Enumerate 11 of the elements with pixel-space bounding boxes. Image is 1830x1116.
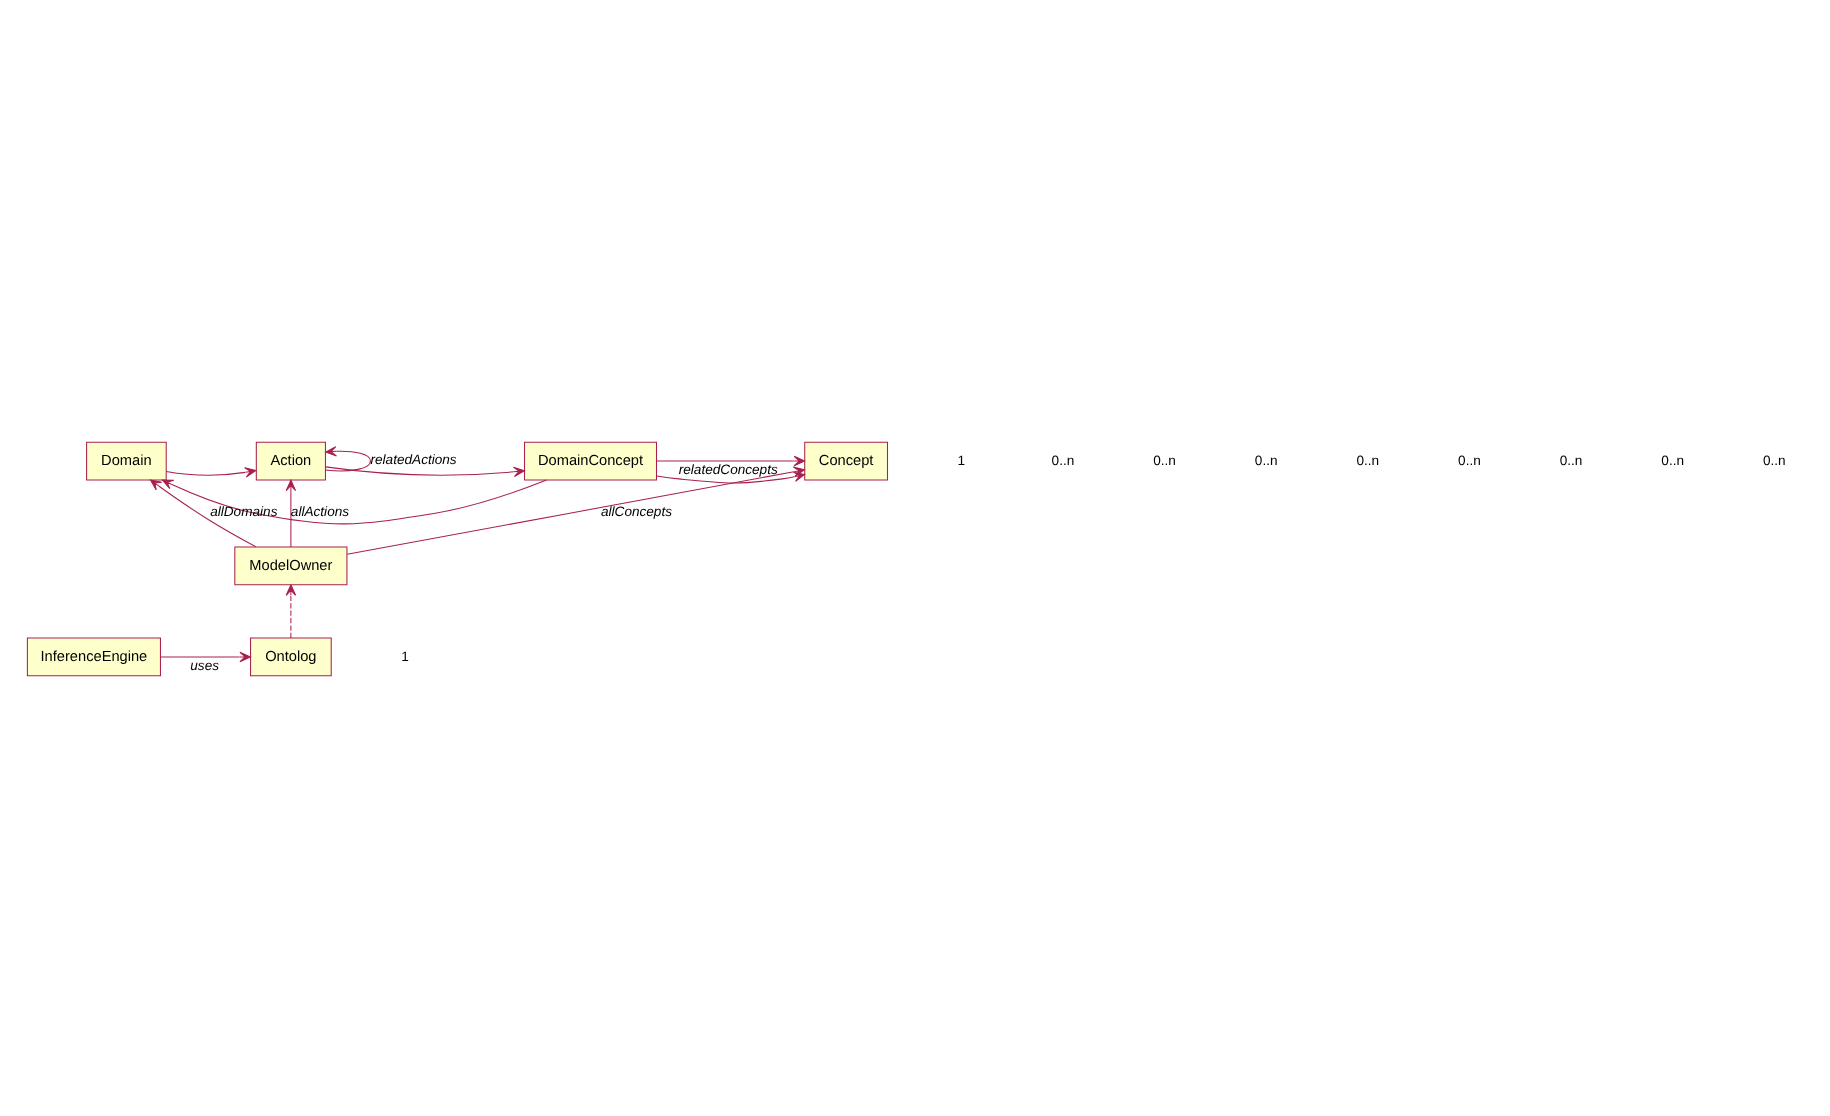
- arrow: [656, 454, 806, 466]
- arrow: [285, 583, 297, 638]
- arrow: [325, 445, 372, 471]
- arrow: [161, 478, 548, 524]
- arrow: [325, 465, 525, 477]
- arrow: [656, 470, 806, 483]
- arrow: [285, 478, 297, 547]
- arrow: [160, 650, 251, 662]
- arrow: [346, 465, 805, 554]
- arrow: [149, 478, 257, 547]
- arrow: [165, 466, 257, 477]
